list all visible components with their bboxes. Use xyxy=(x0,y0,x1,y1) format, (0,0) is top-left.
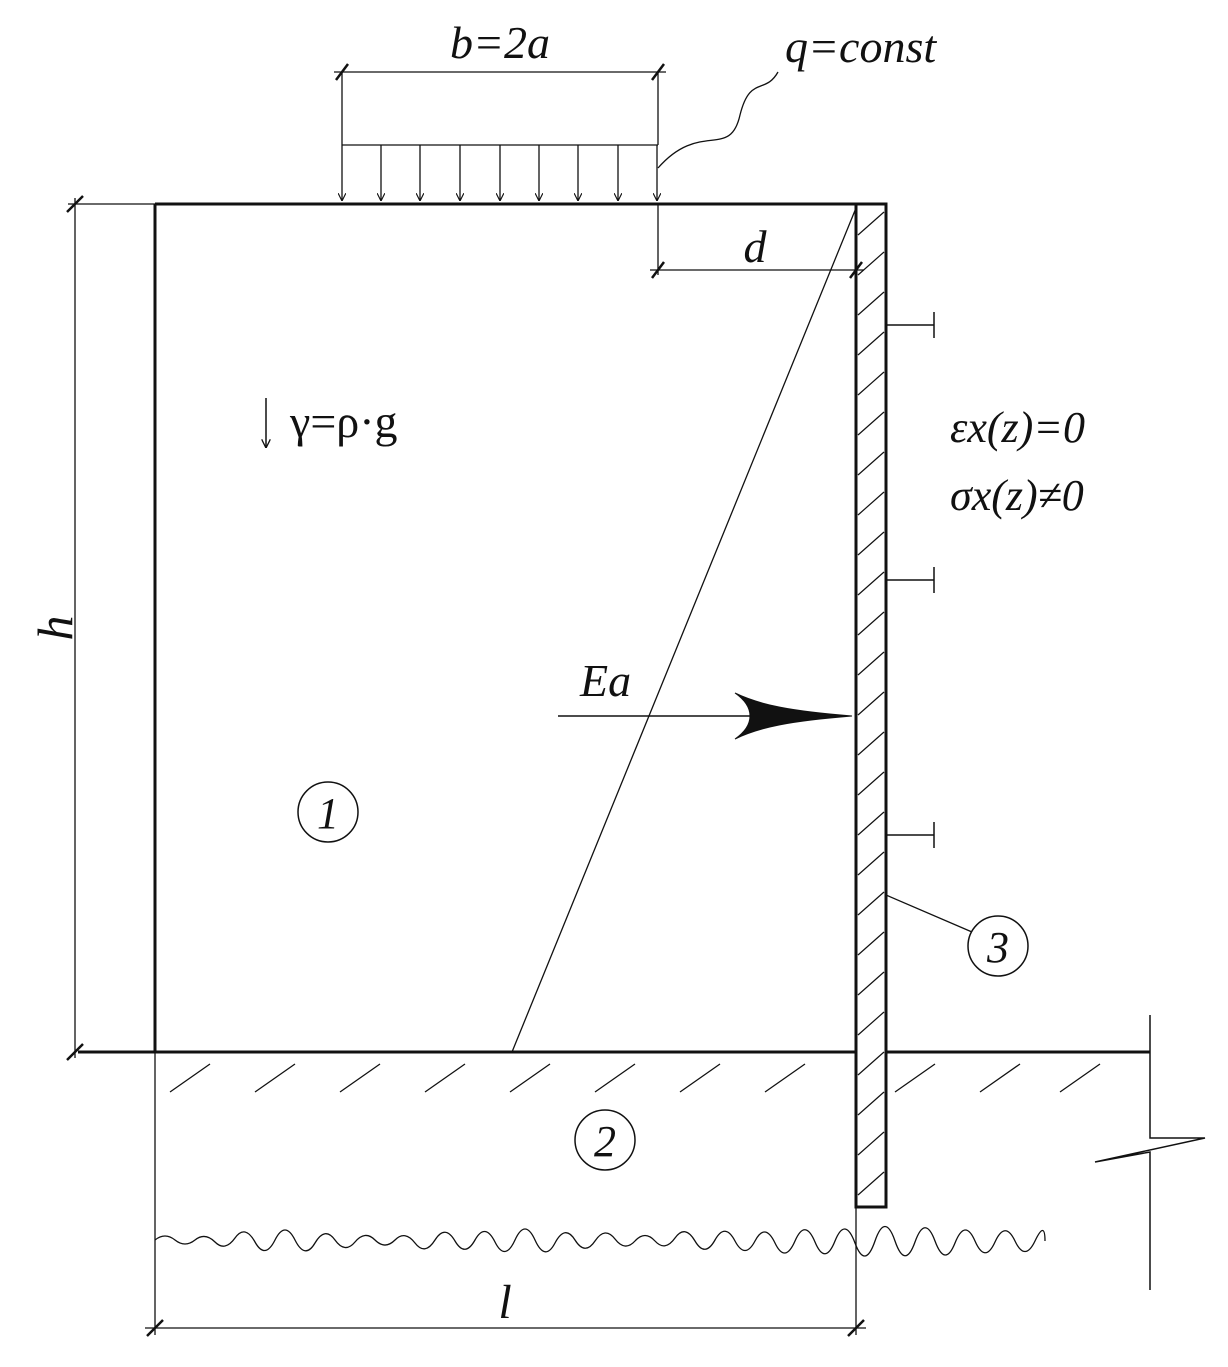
lower-boundary-wavy-line xyxy=(154,1225,1046,1257)
backfill-block xyxy=(153,202,856,1052)
zone-marker-backfill: 1 xyxy=(297,781,359,843)
load-width-dimension xyxy=(334,63,666,145)
height-label: h xyxy=(27,616,83,641)
slip-plane-line xyxy=(511,207,857,1053)
break-line xyxy=(1094,1015,1206,1290)
load-width-label: b=2a xyxy=(450,17,550,68)
svg-text:1: 1 xyxy=(317,789,339,838)
zone-marker-foundation: 2 xyxy=(574,1109,636,1171)
strain-condition-label: εx(z)=0 xyxy=(950,403,1085,452)
thrust-label: Ea xyxy=(579,655,631,706)
offset-label: d xyxy=(744,221,768,272)
load-label: q=const xyxy=(785,21,937,72)
svg-text:3: 3 xyxy=(986,923,1009,972)
load-leader-line xyxy=(657,71,779,169)
wall-anchors xyxy=(886,312,935,848)
retaining-wall xyxy=(854,202,888,1209)
height-dimension xyxy=(66,195,155,1061)
thrust-arrow xyxy=(558,692,853,740)
zone-marker-wall: 3 xyxy=(885,894,1029,977)
unit-weight-label: γ=ρ·g xyxy=(289,396,398,447)
ground-hatching xyxy=(169,1063,1101,1093)
distributed-load xyxy=(342,144,658,201)
svg-text:2: 2 xyxy=(594,1117,616,1166)
offset-dimension xyxy=(650,204,864,279)
length-label: l xyxy=(498,1276,511,1329)
stress-condition-label: σx(z)≠0 xyxy=(950,471,1084,520)
length-dimension xyxy=(145,1052,866,1337)
